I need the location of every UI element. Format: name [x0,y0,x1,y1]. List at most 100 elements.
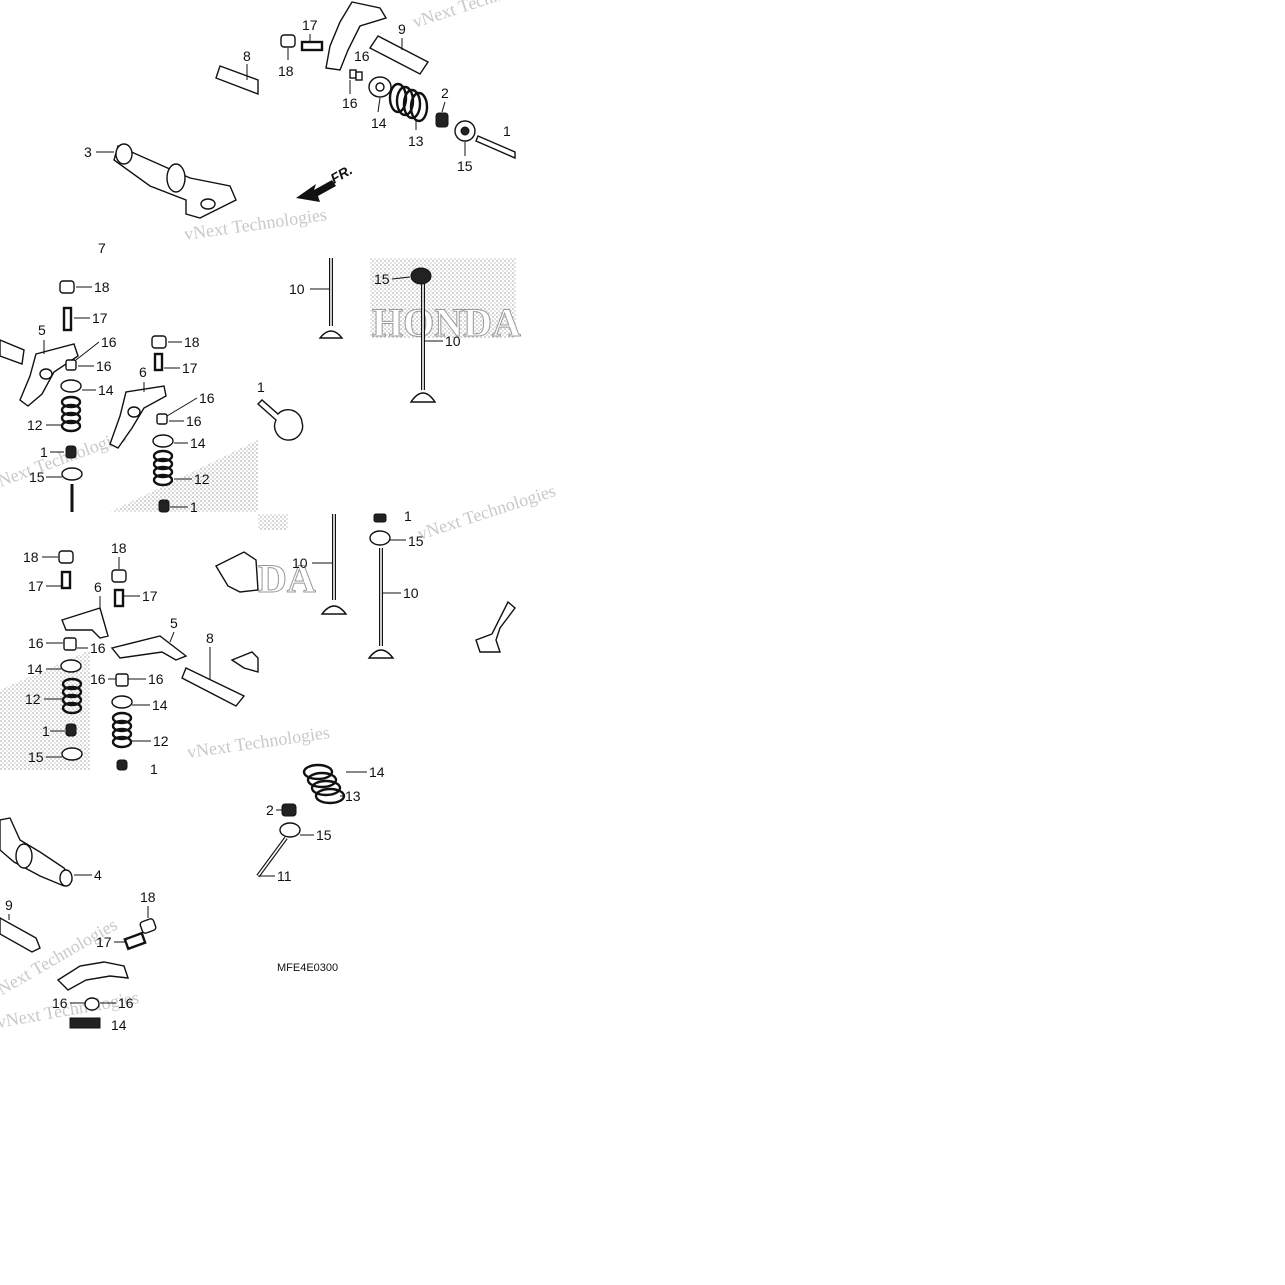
callout-label: 16 [148,671,164,687]
valve-stem-seal [116,759,128,771]
callout-label: 17 [96,934,112,950]
rocker-arm [215,551,259,593]
watermark-text: DA [258,556,316,601]
spring-seat [61,747,83,761]
callout-label: 15 [374,271,390,287]
callout-label: 1 [503,123,511,139]
watermark-dots [110,440,258,512]
callout-label: 17 [182,360,198,376]
valve-spring [60,395,82,433]
valve [256,399,304,441]
valve [318,258,344,339]
valve-stem-seal [65,723,77,737]
callout-label: 14 [27,661,43,677]
callout-label: 17 [142,588,158,604]
spring-seat [410,267,432,285]
callout-label: 12 [27,417,43,433]
spring-retainer [69,1017,101,1029]
adjusting-screw [62,306,73,332]
tile-1: vNext Technologies vNext Technologies [84,0,553,256]
rocker-arm [39,368,53,380]
callout-label: 1 [257,379,265,395]
callout-label: 10 [292,555,308,571]
rocker-shaft [215,65,259,96]
callout-label: 12 [25,691,41,707]
callout-label: 5 [170,615,178,631]
callout-label: 18 [23,549,39,565]
callout-label: 16 [90,640,106,656]
callout-label: 1 [40,444,48,460]
callout-label: 15 [29,469,45,485]
spring-seat [279,822,301,838]
valve-cotter [156,413,168,425]
callout-label: 16 [96,358,112,374]
callout-label: 18 [111,540,127,556]
callout-label: 14 [152,697,168,713]
adjusting-nut [280,34,296,48]
valve-spring [111,711,133,749]
watermark-text: HONDA [372,300,521,345]
tile-2: HONDA 10 15 10 1 [256,258,522,441]
callout-label: 14 [190,435,206,451]
adjusting-nut [139,918,157,934]
callout-label: 13 [345,788,361,804]
valve-cotter [349,69,357,79]
rocker-shaft [368,35,430,75]
callout-label: 11 [277,868,292,884]
adjusting-screw [300,40,324,52]
callout-label: 6 [94,579,102,595]
tile-6: vNext Technologies vNext Technologies 4 … [0,763,385,1033]
adjusting-screw [60,570,72,590]
callout-label: 3 [84,144,92,160]
callout-label: 17 [92,310,108,326]
rocker-shaft [0,917,41,953]
valve [475,135,516,160]
rocker-shaft [181,667,246,707]
valve-stem-seal [373,513,387,523]
spring-retainer [60,659,82,673]
callout-label: 1 [404,508,412,524]
callout-label: 16 [199,390,215,406]
callout-label: 12 [153,733,169,749]
callout-label: 18 [94,279,110,295]
adjusting-screw [113,588,125,608]
spring-retainer [60,379,82,393]
callout-label: 10 [403,585,419,601]
valve-stem-seal [281,803,297,817]
valve [475,600,516,653]
watermark-text: vNext Technologies [410,0,553,32]
callout-label: 16 [118,995,134,1011]
callout-label: 2 [441,85,449,101]
callout-label: 7 [98,240,106,256]
valve-stem-seal [435,112,449,128]
rocker-shaft [0,339,25,365]
spring-retainer [152,434,174,448]
callout-label: 15 [28,749,44,765]
callout-label: 14 [111,1017,127,1033]
adjusting-nut [151,335,167,349]
spring-retainer [111,695,133,709]
callout-label: 15 [316,827,332,843]
valve-stem-seal [65,445,77,459]
callout-label: 8 [243,48,251,64]
rocker-arm [56,961,130,991]
watermark-text: vNext Technologies [415,480,558,543]
camshaft [113,143,237,219]
valve-cotter [115,673,129,687]
watermark-dots [370,258,516,338]
callout-label: 17 [302,17,318,33]
valve [320,514,348,615]
valve-spring [302,763,346,805]
rocker-arm [61,607,109,639]
rocker-arm [230,651,259,673]
rocker-arm [109,385,167,449]
callout-label: 10 [445,333,461,349]
callout-label: 18 [140,889,156,905]
valve [367,548,395,659]
diagram-code: MFE4E0300 [277,962,338,974]
callout-label: 17 [28,578,44,594]
adjusting-screw [123,931,147,951]
valve-cotter [63,637,77,651]
rocker-arm [110,635,188,661]
